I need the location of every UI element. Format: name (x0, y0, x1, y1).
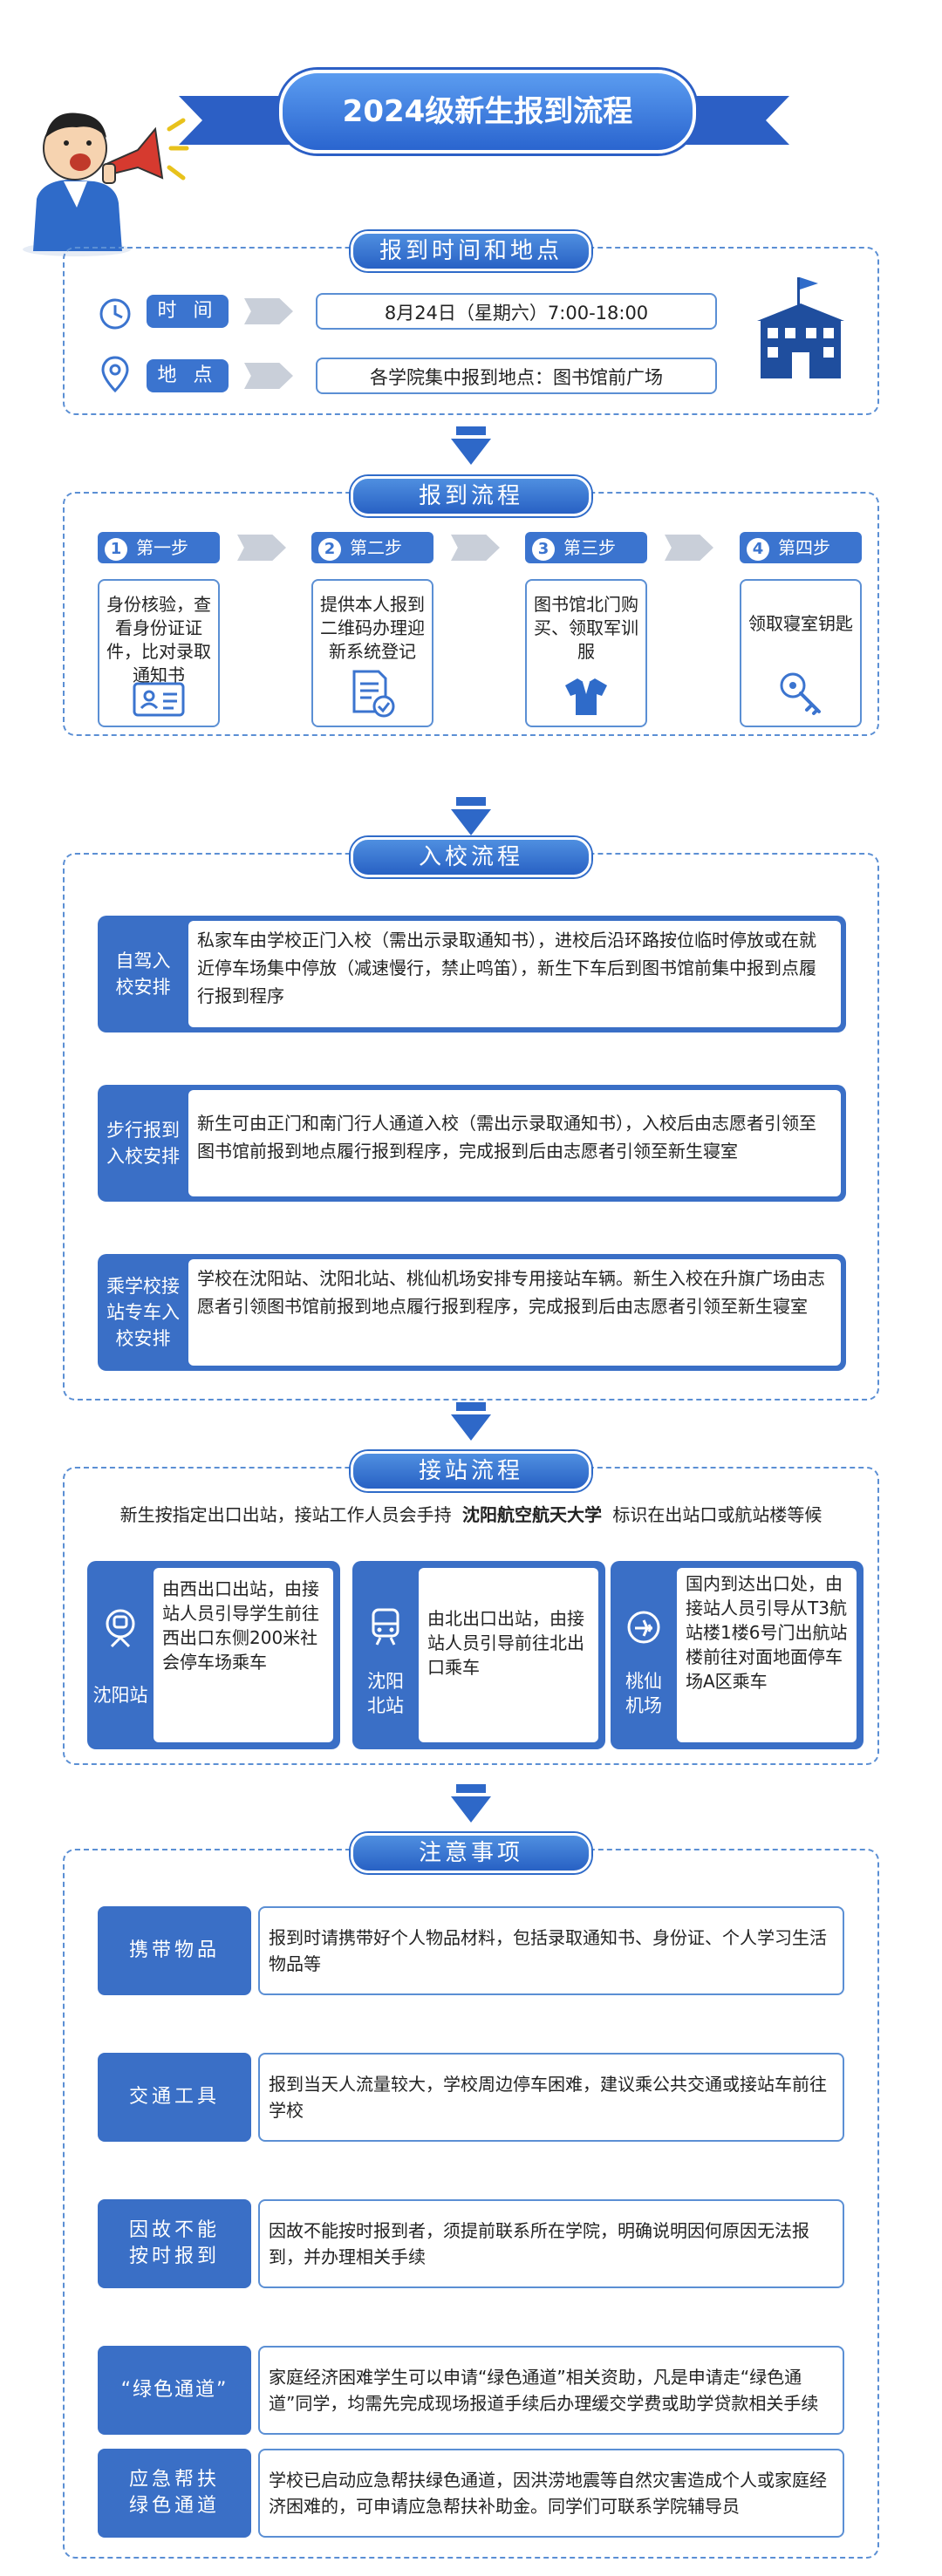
section-process-title: 报到流程 (351, 476, 591, 516)
note-label: 应急帮扶绿色通道 (98, 2449, 251, 2538)
airplane-icon (627, 1611, 660, 1644)
pickup-intro-pre: 新生按指定出口出站，接站工作人员会手持 (119, 1504, 452, 1525)
clock-icon (99, 298, 131, 330)
note-text: 家庭经济困难学生可以申请“绿色通道”相关资助，凡是申请走“绿色通道”同学，均需先… (258, 2346, 844, 2435)
note-label: “绿色通道” (98, 2346, 251, 2435)
section-time-place-title: 报到时间和地点 (351, 231, 591, 271)
pickup-intro: 新生按指定出口出站，接站工作人员会手持 沈阳航空航天大学 标识在出站口或航站楼等… (78, 1502, 864, 1528)
place-label: 地 点 (147, 359, 229, 392)
station-side: 桃仙机场 (611, 1561, 677, 1749)
station-side: 沈阳站 (87, 1561, 154, 1749)
station-text: 由北出口出站，由接站人员引导前往北出口乘车 (419, 1568, 598, 1742)
note-label: 因故不能按时报到 (98, 2199, 251, 2288)
page-title: 2024级新生报到流程 (279, 70, 696, 153)
station-side: 沈阳北站 (352, 1561, 419, 1749)
step-1-card: 身份核验，查看身份证证件，比对录取通知书 (98, 579, 220, 727)
time-label: 时 间 (147, 295, 229, 328)
entry-item-label: 乘学校接站专车入校安排 (106, 1276, 180, 1349)
entry-item-text: 私家车由学校正门入校（需出示录取通知书），进校后沿环路按位临时停放或在就近停车场… (188, 921, 841, 1027)
station-name: 沈阳站 (92, 1685, 148, 1706)
entry-item-label: 自驾入校安排 (115, 951, 171, 998)
entry-item-label: 步行报到入校安排 (106, 1120, 180, 1167)
step-4-text: 领取寝室钥匙 (748, 613, 853, 634)
step-2-text: 提供本人报到二维码办理迎新系统登记 (320, 594, 425, 662)
entry-item-walk: 步行报到入校安排 新生可由正门和南门行人通道入校（需出示录取通知书），入校后由志… (98, 1085, 846, 1202)
note-text: 学校已启动应急帮扶绿色通道，因洪涝地震等自然灾害造成个人或家庭经济困难的，可申请… (258, 2449, 844, 2538)
entry-item-text: 新生可由正门和南门行人通道入校（需出示录取通知书），入校后由志愿者引领至图书馆前… (188, 1090, 841, 1196)
station-name: 桃仙机场 (625, 1671, 662, 1716)
megaphone-man-illustration (23, 112, 189, 256)
entry-item-car: 自驾入校安排 私家车由学校正门入校（需出示录取通知书），进校后沿环路按位临时停放… (98, 916, 846, 1032)
key-icon (780, 672, 821, 715)
section-entry-title: 入校流程 (351, 837, 591, 877)
arrow-down-icon (451, 797, 491, 835)
arrow-down-icon (451, 1784, 491, 1823)
document-check-icon (352, 670, 395, 718)
subway-icon (372, 1608, 399, 1646)
train-icon (106, 1609, 135, 1648)
pickup-intro-university: 沈阳航空航天大学 (462, 1504, 602, 1525)
section-process: 报到流程 (63, 476, 879, 736)
note-text: 报到时请携带好个人物品材料，包括录取通知书、身份证、个人学习生活物品等 (258, 1906, 844, 1995)
station-card-taoxian-airport: 桃仙机场 国内到达出口处，由接站人员引导从T3航站楼1楼6号门出航站楼前往对面地… (611, 1561, 864, 1749)
station-card-shenyang-north: 沈阳北站 由北出口出站，由接站人员引导前往北出口乘车 (352, 1561, 605, 1749)
section-pickup: 接站流程 (63, 1451, 879, 1765)
school-building-icon (757, 277, 844, 378)
arrow-down-icon (451, 426, 491, 465)
time-value: 8月24日（星期六）7:00-18:00 (316, 293, 717, 330)
step-2-card: 提供本人报到二维码办理迎新系统登记 (311, 579, 433, 727)
section-time-place: 报到时间和地点 (63, 231, 879, 415)
note-label: 交通工具 (98, 2053, 251, 2142)
id-card-icon (133, 682, 185, 717)
pickup-intro-post: 标识在出站口或航站楼等候 (612, 1504, 823, 1525)
section-pickup-title: 接站流程 (351, 1451, 591, 1491)
step-3-card: 图书馆北门购买、领取军训服 (525, 579, 647, 727)
station-text: 由西出口出站，由接站人员引导学生前往西出口东侧200米社会停车场乘车 (154, 1568, 333, 1742)
arrow-down-icon (451, 1402, 491, 1441)
station-card-shenyang: 沈阳站 由西出口出站，由接站人员引导学生前往西出口东侧200米社会停车场乘车 (87, 1561, 340, 1749)
note-label: 携带物品 (98, 1906, 251, 1995)
step-4-card: 领取寝室钥匙 (740, 579, 862, 727)
section-notes-title: 注意事项 (351, 1833, 591, 1873)
step-1-text: 身份核验，查看身份证证件，比对录取通知书 (106, 594, 211, 685)
section-entry: 入校流程 (63, 837, 879, 1400)
note-text: 因故不能按时报到者，须提前联系所在学院，明确说明因何原因无法报到，并办理相关手续 (258, 2199, 844, 2288)
place-value: 各学院集中报到地点：图书馆前广场 (316, 358, 717, 394)
station-text: 国内到达出口处，由接站人员引导从T3航站楼1楼6号门出航站楼前往对面地面停车场A… (677, 1568, 857, 1742)
note-text: 报到当天人流量较大，学校周边停车困难，建议乘公共交通或接站车前往学校 (258, 2053, 844, 2142)
station-name: 沈阳北站 (367, 1671, 404, 1716)
section-notes: 注意事项 (63, 1833, 879, 2559)
entry-item-text: 学校在沈阳站、沈阳北站、桃仙机场安排专用接站车辆。新生入校在升旗广场由志愿者引领… (188, 1259, 841, 1366)
step-3-text: 图书馆北门购买、领取军训服 (534, 594, 638, 662)
uniform-icon (565, 678, 607, 715)
location-pin-icon (101, 356, 129, 393)
entry-item-shuttle: 乘学校接站专车入校安排 学校在沈阳站、沈阳北站、桃仙机场安排专用接站车辆。新生入… (98, 1254, 846, 1371)
